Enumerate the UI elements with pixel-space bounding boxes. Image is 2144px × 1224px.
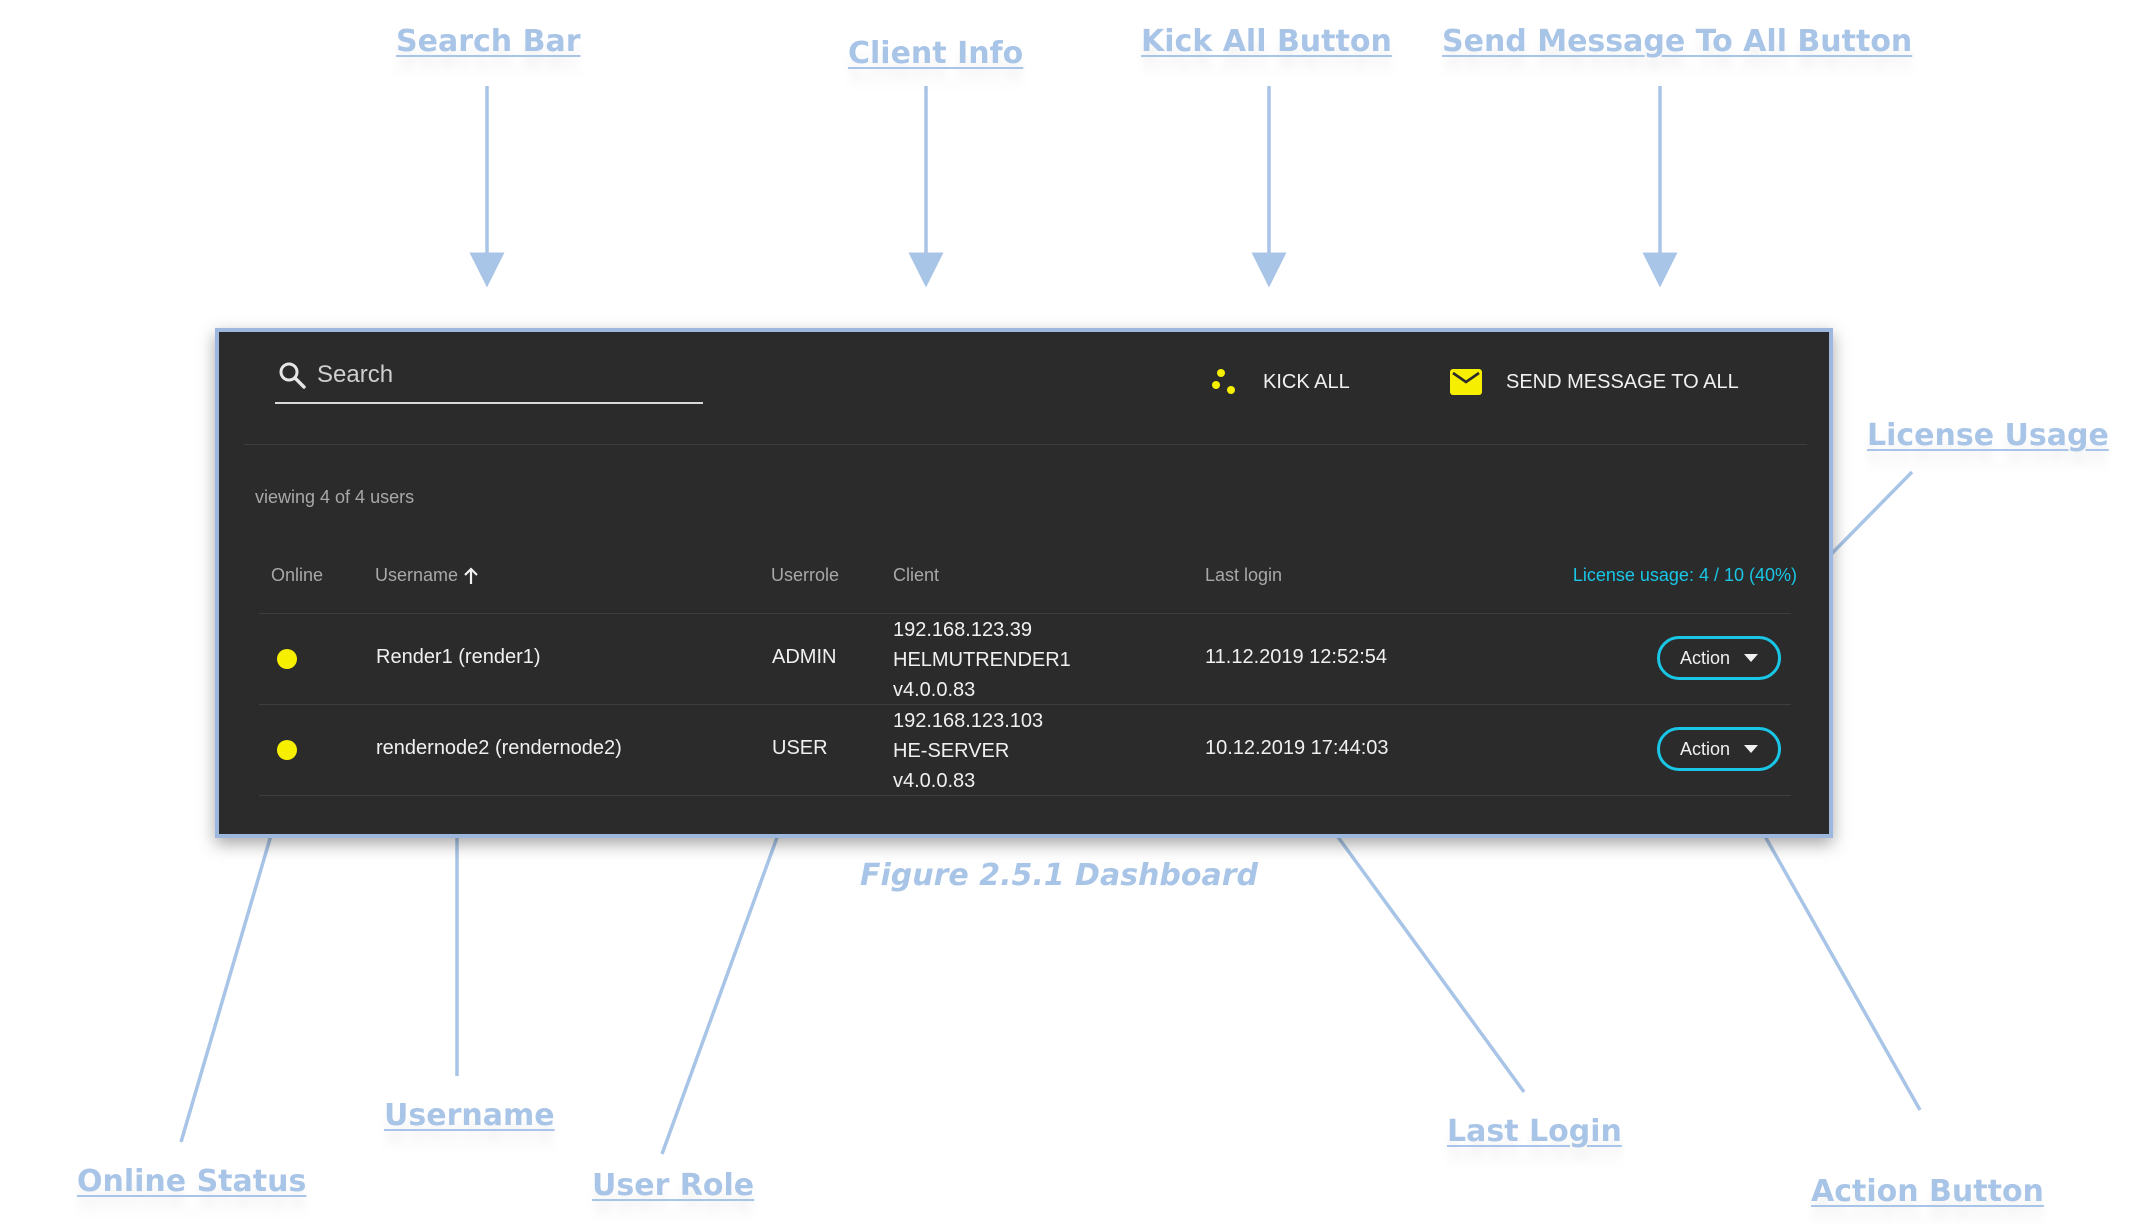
annotation-user-role: User Role <box>592 1168 755 1203</box>
header-online[interactable]: Online <box>271 565 324 585</box>
online-status-dot <box>277 740 297 760</box>
annotation-kick-all-button: Kick All Button <box>1141 24 1392 59</box>
header-userrole[interactable]: Userrole <box>771 565 840 585</box>
client-ip: 192.168.123.39 <box>893 619 1033 641</box>
search-bar[interactable] <box>275 348 703 404</box>
action-button-arrow <box>1740 792 1922 1111</box>
userrole-cell: ADMIN <box>772 646 837 668</box>
last-login-arrow <box>1300 785 1526 1094</box>
kick-icon <box>1211 368 1239 396</box>
annotation-username: Username <box>384 1098 555 1133</box>
send-message-to-all-button[interactable]: SEND MESSAGE TO ALL <box>1450 358 1739 406</box>
viewing-count: viewing 4 of 4 users <box>255 487 415 507</box>
row-divider <box>259 704 1791 705</box>
client-cell: 192.168.123.39 HELMUTRENDER1 v4.0.0.83 <box>893 615 1071 705</box>
license-usage: License usage: 4 / 10 (40%) <box>1572 565 1797 585</box>
kick-all-button[interactable]: KICK ALL <box>1211 358 1350 406</box>
annotation-client-info: Client Info <box>848 36 1024 71</box>
last-login-cell: 11.12.2019 12:52:54 <box>1205 646 1388 668</box>
username-cell: rendernode2 (rendernode2) <box>376 737 622 759</box>
client-host: HE-SERVER <box>893 740 1010 762</box>
client-host: HELMUTRENDER1 <box>893 649 1071 671</box>
action-button[interactable]: Action <box>1657 727 1781 771</box>
search-input[interactable] <box>317 361 677 389</box>
table-row: rendernode2 (rendernode2) USER 192.168.1… <box>219 704 1829 795</box>
kick-all-label: KICK ALL <box>1263 370 1350 393</box>
annotation-last-login: Last Login <box>1447 1114 1622 1149</box>
action-label: Action <box>1679 738 1731 759</box>
header-last-login[interactable]: Last login <box>1205 565 1283 585</box>
header-divider <box>259 613 1791 614</box>
annotation-online-status: Online Status <box>77 1164 307 1199</box>
annotation-send-message-button: Send Message To All Button <box>1442 24 1913 59</box>
user-role-arrow <box>660 793 798 1155</box>
search-icon <box>279 362 306 389</box>
userrole-cell: USER <box>772 737 828 759</box>
last-login-cell: 10.12.2019 17:44:03 <box>1205 737 1389 759</box>
figure-caption: Figure 2.5.1 Dashboard <box>860 858 1259 893</box>
action-button[interactable]: Action <box>1657 636 1781 680</box>
dashboard-panel: KICK ALL SEND MESSAGE TO ALL viewing 4 o… <box>215 328 1833 838</box>
header-username[interactable]: Username <box>375 565 480 586</box>
header-client[interactable]: Client <box>893 565 940 585</box>
client-cell: 192.168.123.103 HE-SERVER v4.0.0.83 <box>893 706 1043 796</box>
username-cell: Render1 (render1) <box>376 646 541 668</box>
envelope-icon <box>1450 369 1482 395</box>
table-row: Render1 (render1) ADMIN 192.168.123.39 H… <box>219 613 1829 704</box>
caret-down-icon <box>1744 745 1759 753</box>
client-version: v4.0.0.83 <box>893 679 976 701</box>
annotation-license-usage: License Usage <box>1867 418 2109 453</box>
annotation-search-bar: Search Bar <box>396 24 581 59</box>
row-divider <box>259 795 1791 796</box>
arrow-up-icon <box>464 566 478 584</box>
caret-down-icon <box>1744 654 1759 662</box>
action-label: Action <box>1679 647 1731 668</box>
toolbar-divider <box>244 444 1807 445</box>
online-status-dot <box>277 649 297 669</box>
client-ip: 192.168.123.103 <box>893 710 1044 732</box>
client-version: v4.0.0.83 <box>893 770 976 792</box>
annotation-action-button: Action Button <box>1811 1174 2044 1209</box>
header-username-label: Username <box>375 565 459 585</box>
send-message-label: SEND MESSAGE TO ALL <box>1506 370 1739 393</box>
